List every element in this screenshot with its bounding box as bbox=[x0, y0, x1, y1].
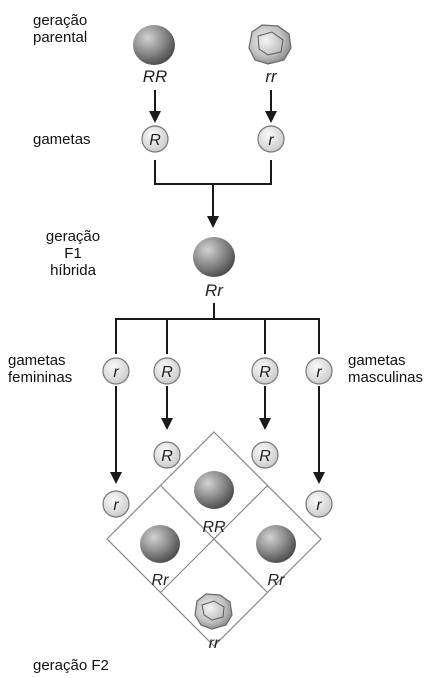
parent-gamete-left-allele: R bbox=[149, 132, 161, 149]
punnett-square bbox=[106, 431, 322, 647]
f2-genotype-top: RR bbox=[202, 519, 226, 536]
label-parental-line1: geração bbox=[33, 12, 88, 29]
label-gametes: gametas bbox=[33, 131, 91, 148]
grid-gamete-side-right-allele: r bbox=[316, 497, 322, 514]
female-gamete-1-allele: r bbox=[113, 364, 119, 381]
parent-genotype-recessive: rr bbox=[265, 67, 278, 86]
label-f1-generation: geração F1 híbrida bbox=[28, 228, 118, 279]
f2-seed-bottom-wrinkled bbox=[194, 593, 233, 630]
label-male-line2: masculinas bbox=[348, 369, 424, 386]
grid-gamete-side-left: r bbox=[102, 490, 130, 518]
label-female-gametes: gametas femininas bbox=[8, 352, 72, 386]
label-f1-line2: F1 bbox=[64, 245, 82, 262]
parent-seed-wrinkled bbox=[248, 24, 292, 65]
fertilization-connector bbox=[154, 160, 272, 185]
grid-gamete-top-left-allele: R bbox=[161, 448, 173, 465]
f2-seed-left-round bbox=[140, 525, 180, 563]
male-gamete-1-allele: R bbox=[259, 364, 271, 381]
parent-genotype-dominant: RR bbox=[143, 67, 168, 86]
parent-gamete-right-allele: r bbox=[268, 132, 274, 149]
f2-genotype-bottom: rr bbox=[209, 635, 220, 652]
label-f2-generation: geração F2 bbox=[33, 657, 109, 674]
grid-gamete-top-left: R bbox=[153, 441, 181, 469]
grid-gamete-side-left-allele: r bbox=[113, 497, 119, 514]
label-male-gametes: gametas masculinas bbox=[348, 352, 423, 386]
grid-gamete-side-right: r bbox=[305, 490, 333, 518]
label-female-line1: gametas bbox=[8, 352, 66, 369]
label-f1-line3: híbrida bbox=[50, 262, 96, 279]
label-parental-generation: geração parental bbox=[33, 12, 87, 46]
f2-seed-right-round bbox=[256, 525, 296, 563]
f1-genotype: Rr bbox=[205, 281, 224, 300]
label-male-line1: gametas bbox=[348, 352, 406, 369]
female-gamete-2-allele: R bbox=[161, 364, 173, 381]
label-f1-line1: geração bbox=[45, 228, 101, 245]
male-gamete-2: r bbox=[305, 357, 333, 385]
label-female-line2: femininas bbox=[8, 369, 73, 386]
f2-seed-top-round bbox=[194, 471, 234, 509]
parent-seed-round bbox=[133, 25, 175, 65]
f2-genotype-left: Rr bbox=[152, 572, 170, 589]
f1-branch-bar bbox=[115, 318, 320, 354]
female-gamete-2: R bbox=[153, 357, 181, 385]
male-gamete-2-allele: r bbox=[316, 364, 322, 381]
parent-gamete-left: R bbox=[141, 125, 169, 153]
grid-gamete-top-right: R bbox=[251, 441, 279, 469]
male-gamete-1: R bbox=[251, 357, 279, 385]
f1-seed-round bbox=[193, 237, 235, 277]
parent-gamete-right: r bbox=[257, 125, 285, 153]
f2-genotype-right: Rr bbox=[268, 572, 286, 589]
female-gamete-1: r bbox=[102, 357, 130, 385]
f1-branch-inner bbox=[166, 319, 266, 354]
grid-gamete-top-right-allele: R bbox=[259, 448, 271, 465]
label-parental-line2: parental bbox=[33, 29, 88, 46]
